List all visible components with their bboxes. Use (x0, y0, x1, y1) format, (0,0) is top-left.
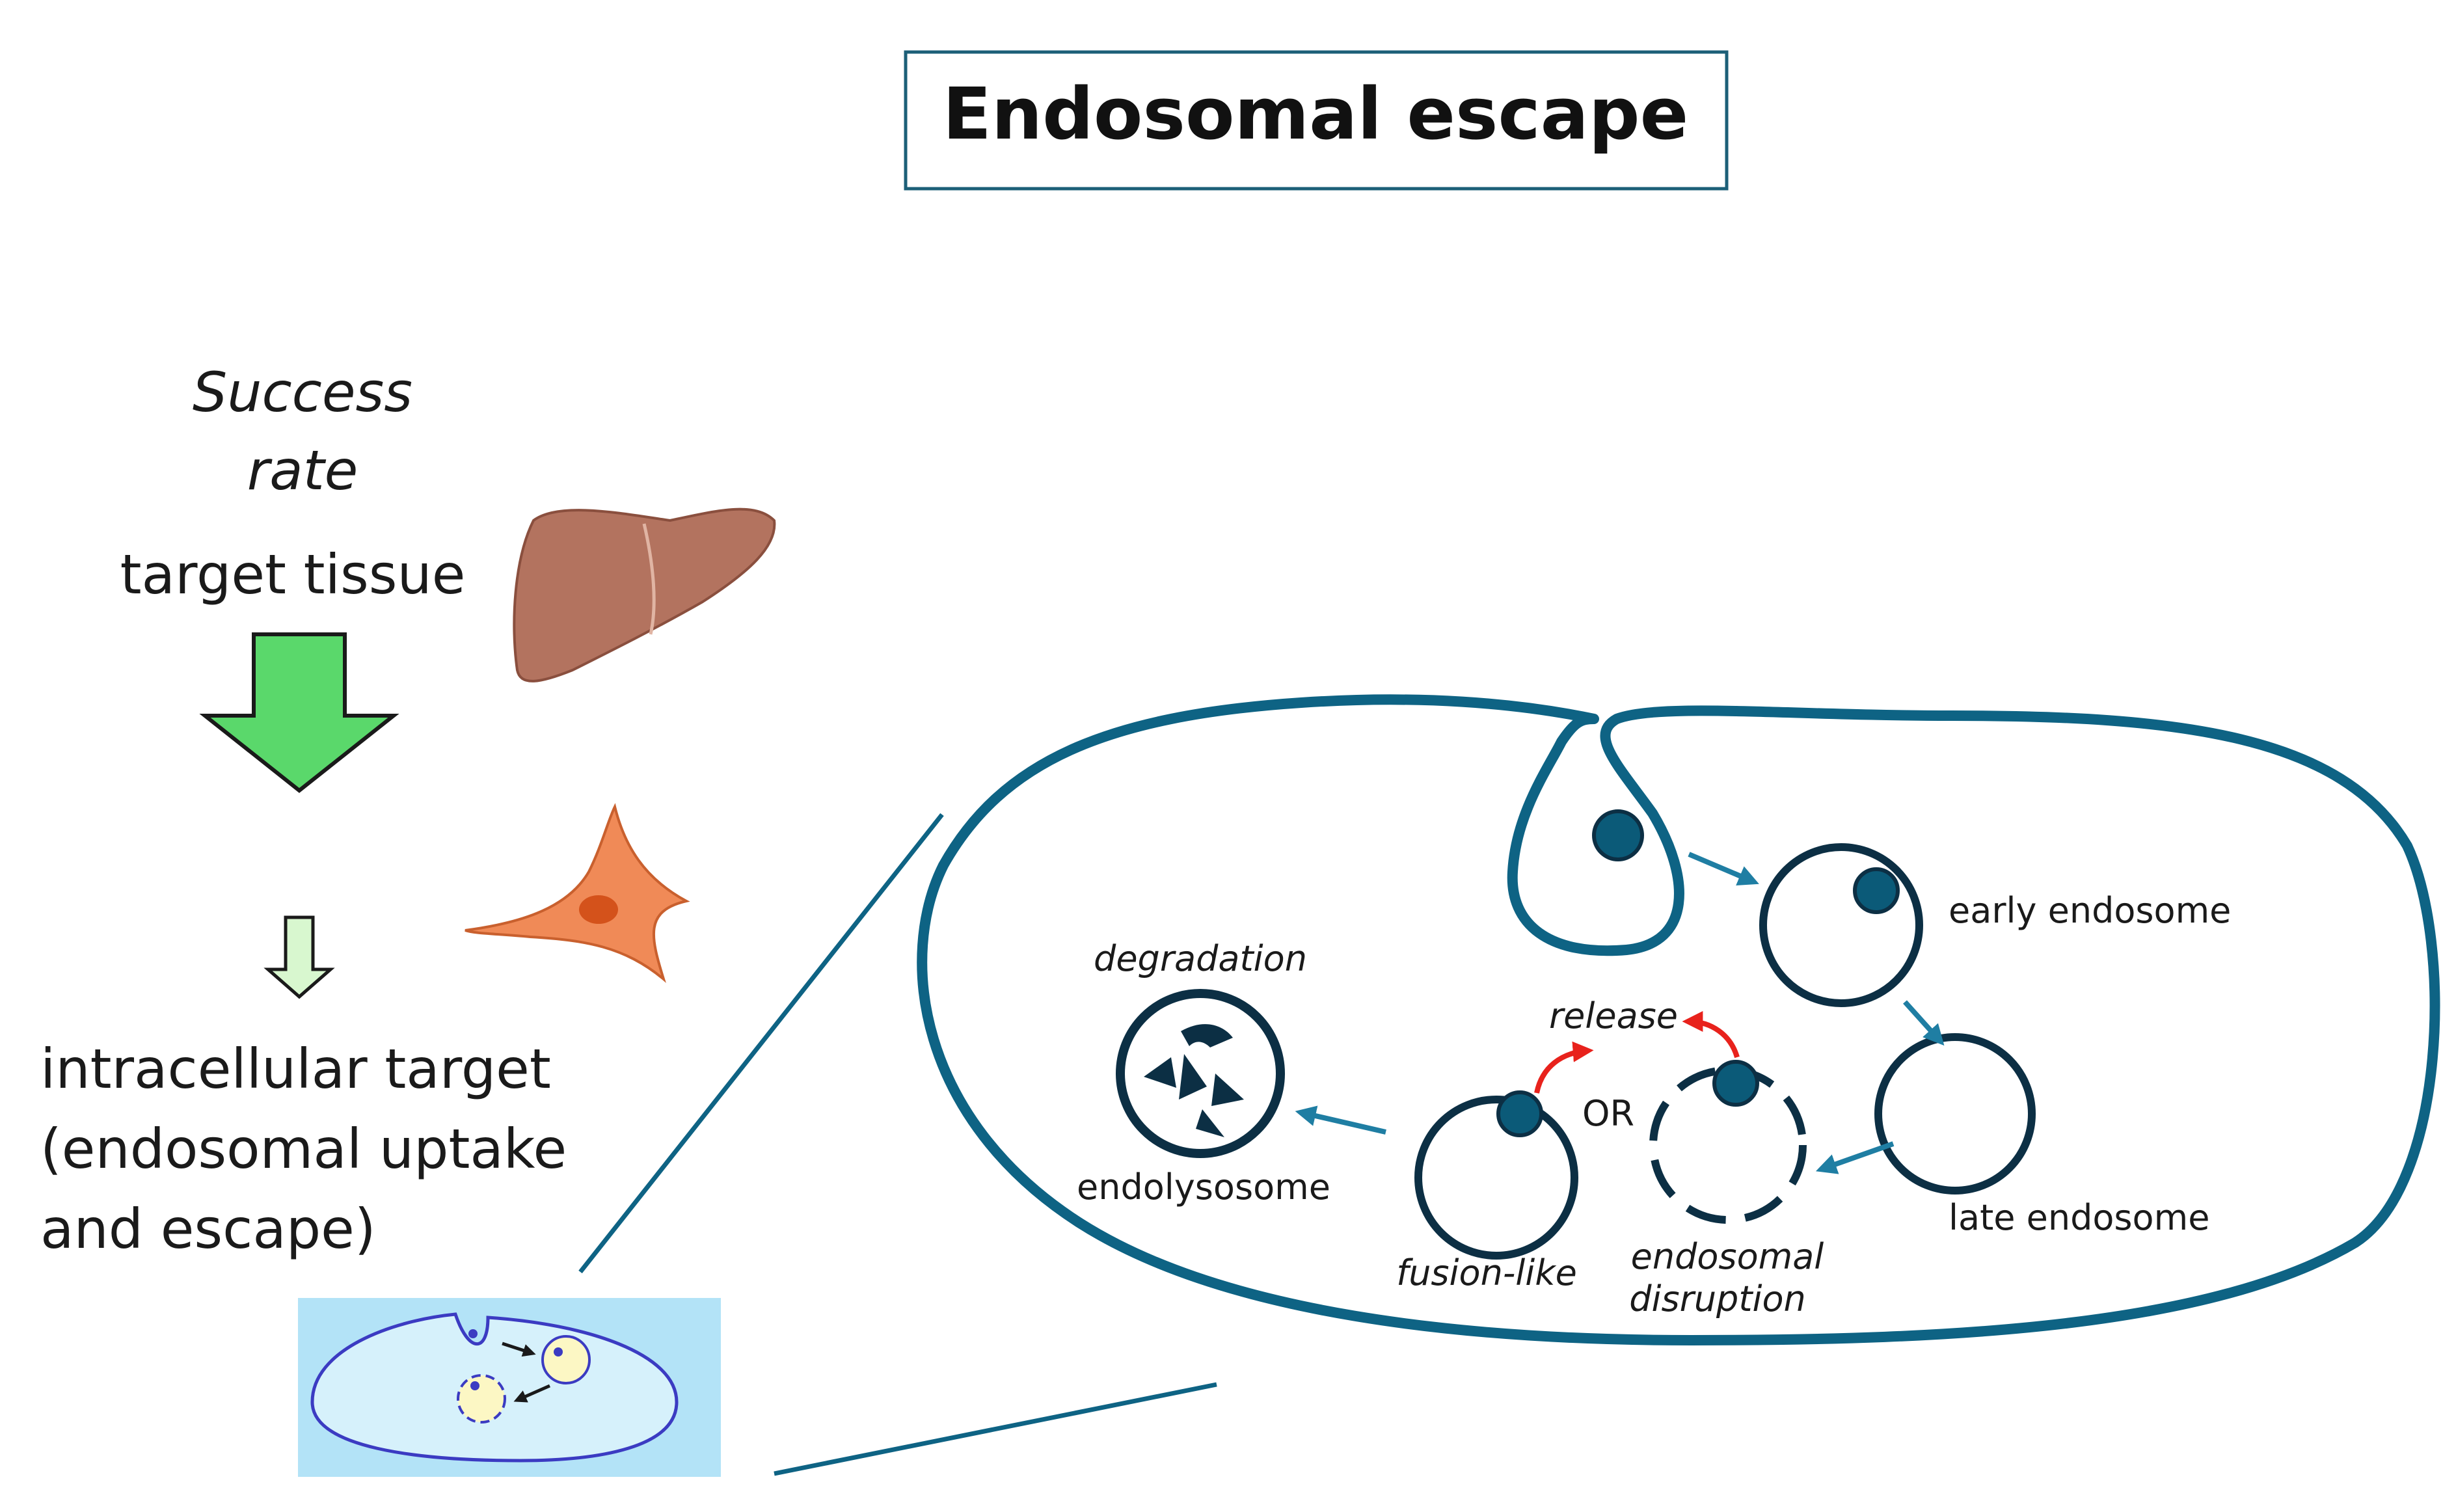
or-label: OR (1582, 1093, 1634, 1134)
small-green-arrow (263, 915, 335, 999)
late-endosome-label: late endosome (1949, 1197, 2209, 1238)
fusion-like-label: fusion-like (1396, 1252, 1577, 1293)
disrupted-endosome (1649, 1060, 1807, 1224)
left-panel: Success rate target tissue intracellular… (40, 360, 567, 1261)
success-rate-label-1: Success (193, 360, 412, 424)
intracellular-label-1: intracellular target (40, 1037, 551, 1101)
arrow-early-to-late (1903, 1000, 1945, 1046)
degradation-label: degradation (1094, 938, 1307, 979)
cell-illustration (465, 803, 690, 983)
endolysosome-label: endolysosome (1077, 1167, 1330, 1208)
cell-membrane (917, 694, 2440, 1345)
arrow-fusion-to-endolysosome (1295, 1105, 1386, 1135)
target-tissue-label: target tissue (120, 543, 466, 606)
early-endosome-label: early endosome (1949, 890, 2231, 931)
zoom-line-top (578, 813, 944, 1274)
arrow-uptake-to-early (1688, 852, 1759, 885)
endosomal-disruption-label-2: disruption (1629, 1278, 1806, 1319)
big-green-arrow (199, 632, 399, 793)
zoom-line-bottom (774, 1382, 1217, 1476)
late-endosome (1874, 1033, 2036, 1195)
endosomal-disruption-label-1: endosomal (1631, 1236, 1824, 1277)
title-box: Endosomal escape (904, 50, 1729, 191)
release-arrow-right (1682, 1011, 1740, 1059)
liver-illustration (513, 507, 776, 682)
intracellular-label-2: (endosomal uptake (40, 1117, 567, 1181)
arrow-late-to-disruption (1815, 1141, 1895, 1174)
success-rate-label-2: rate (247, 439, 358, 502)
cargo-particle (1592, 809, 1644, 861)
page-title: Endosomal escape (943, 72, 1689, 155)
inset-thumbnail (298, 1298, 721, 1477)
intracellular-label-3: and escape) (40, 1197, 376, 1261)
fusion-like-endosome (1414, 1090, 1578, 1260)
release-arrow-left (1534, 1041, 1594, 1094)
early-endosome (1759, 843, 1923, 1007)
release-label: release (1549, 995, 1678, 1036)
endolysosome (1116, 989, 1285, 1158)
